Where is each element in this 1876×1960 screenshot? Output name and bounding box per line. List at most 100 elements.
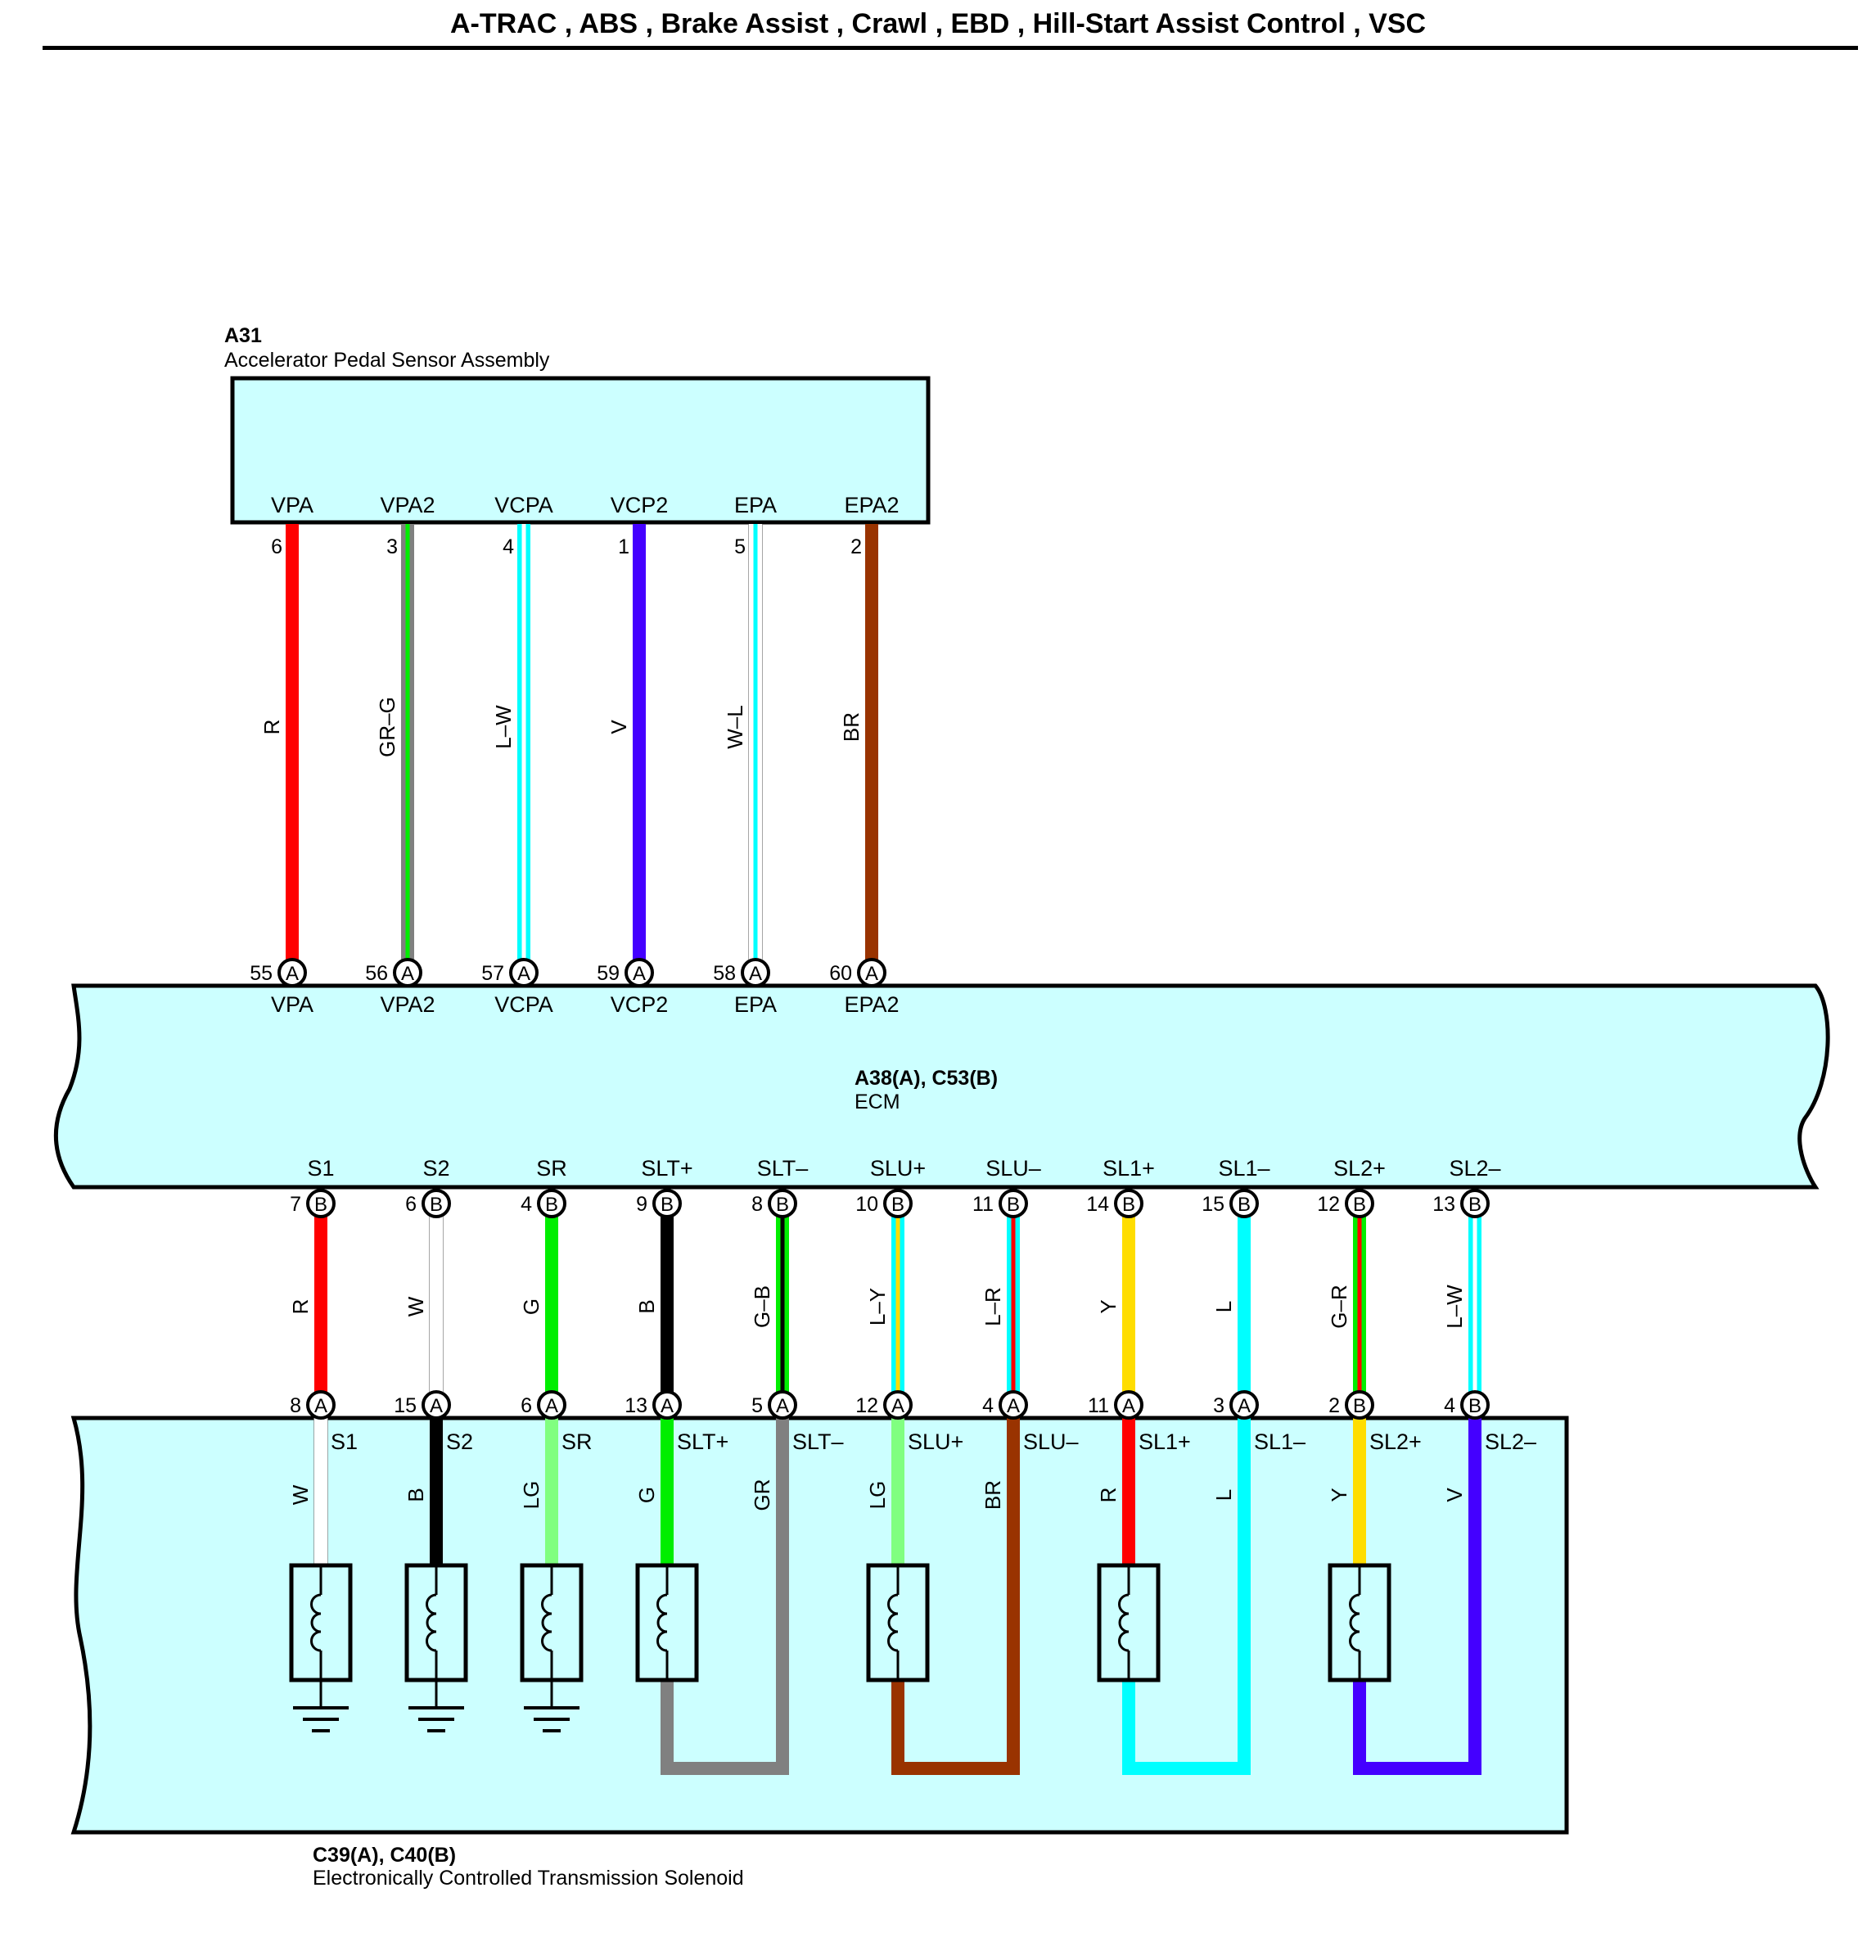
sol-term-num-0: 8 <box>290 1394 301 1417</box>
sol-return-wire-4 <box>661 1418 789 1775</box>
ecm-b-term-7-ring <box>1114 1189 1143 1218</box>
sol-internal-code-8: L <box>1211 1489 1236 1501</box>
solenoid-coil-5 <box>866 1563 930 1682</box>
sol-term-3-ring <box>652 1390 682 1420</box>
sol-term-num-2: 6 <box>521 1394 532 1417</box>
sol-pin-10: SL2– <box>1485 1429 1536 1454</box>
sol-term-2-letter: A <box>545 1395 558 1417</box>
sol-internal-code-4: GR <box>750 1479 774 1511</box>
sol-internal-code-6: BR <box>981 1480 1005 1510</box>
ecm-b-pin-9: SL2+ <box>1333 1156 1386 1181</box>
ecm-b-term-num-4: 8 <box>751 1193 763 1216</box>
ecm-b-term-9: B <box>1345 1189 1374 1218</box>
sol-term-9: B <box>1345 1390 1374 1420</box>
ecm-a-term-0: A <box>277 958 307 987</box>
ecm-a-term-0-ring <box>277 958 307 987</box>
ecm-b-term-3: B <box>652 1189 682 1218</box>
ecm-a-term-3-ring <box>625 958 654 987</box>
ecm-a-pin-0: VPA <box>271 992 313 1017</box>
ecm-b-pin-2: SR <box>536 1156 567 1181</box>
ecm-a-term-num-1: 56 <box>365 962 388 985</box>
solenoid-coil-0 <box>289 1563 353 1682</box>
solenoid-id: C39(A), C40(B) <box>313 1844 456 1867</box>
sol-term-8-letter: A <box>1238 1395 1251 1417</box>
ecm-a-pin-3: VCP2 <box>611 992 669 1017</box>
ecm-b-term-3-letter: B <box>661 1194 674 1216</box>
solenoid-coil-2 <box>520 1563 584 1682</box>
sol-internal-code-2: LG <box>519 1481 543 1510</box>
ecm-sol-wire-code-7: Y <box>1096 1299 1121 1313</box>
sol-term-6-letter: A <box>1007 1395 1020 1417</box>
diagram-title: A-TRAC , ABS , Brake Assist , Crawl , EB… <box>449 8 1427 39</box>
ecm-b-term-2-ring <box>537 1189 566 1218</box>
sol-term-4: A <box>768 1390 797 1420</box>
sol-internal-code-10: V <box>1442 1488 1467 1502</box>
ecm-b-term-1-ring <box>422 1189 451 1218</box>
pedal-wire-code-2: L–W <box>491 705 516 749</box>
ecm-b-pin-6: SLU– <box>985 1156 1041 1181</box>
ecm-b-term-7: B <box>1114 1189 1143 1218</box>
sol-return-wire-6 <box>891 1418 1020 1775</box>
ecm-b-term-3-ring <box>652 1189 682 1218</box>
solenoid-coil-0-winding <box>310 1593 322 1652</box>
solenoid-coil-3-winding <box>656 1593 668 1652</box>
solenoid-coil-1-winding <box>426 1593 437 1652</box>
sol-term-num-8: 3 <box>1213 1394 1224 1417</box>
ecm-b-term-0-ring <box>306 1189 336 1218</box>
ecm-b-term-2: B <box>537 1189 566 1218</box>
ecm-b-term-5-letter: B <box>891 1194 904 1216</box>
sol-term-num-1: 15 <box>394 1394 417 1417</box>
ecm-b-term-2-letter: B <box>545 1194 558 1216</box>
ecm-a-term-3: A <box>625 958 654 987</box>
ecm-b-term-6-letter: B <box>1007 1194 1020 1216</box>
solenoid-coil-7-winding <box>1118 1593 1130 1652</box>
sol-pin-8: SL1– <box>1254 1429 1306 1454</box>
ecm-sol-wire-code-3: B <box>634 1299 659 1313</box>
sol-term-7-ring <box>1114 1390 1143 1420</box>
ecm-a-term-4: A <box>741 958 770 987</box>
ecm-box <box>53 983 1830 1190</box>
sol-term-5-letter: A <box>891 1395 904 1417</box>
sol-pin-2: SR <box>561 1429 593 1454</box>
sol-term-num-10: 4 <box>1444 1394 1455 1417</box>
sol-pin-4: SLT– <box>792 1429 844 1454</box>
sol-term-num-5: 12 <box>855 1394 878 1417</box>
sol-internal-code-1: B <box>404 1488 428 1502</box>
ecm-b-term-10: B <box>1460 1189 1490 1218</box>
ecm-sol-wire-code-2: G <box>519 1298 543 1315</box>
ecm-b-pin-1: S2 <box>422 1156 449 1181</box>
ecm-a-term-num-3: 59 <box>597 962 620 985</box>
pedal-wire-code-5: BR <box>839 712 864 742</box>
ecm-a-term-num-2: 57 <box>481 962 504 985</box>
solenoid-box <box>70 1416 1569 1835</box>
pedal-wire-code-1: GR–G <box>375 697 399 757</box>
sol-pin-6: SLU– <box>1023 1429 1079 1454</box>
pedal-term-1: 3 <box>386 535 398 558</box>
solenoid-coil-9-winding <box>1349 1593 1360 1652</box>
ecm-sol-wire-code-5: L–Y <box>865 1288 890 1325</box>
ecm-b-term-num-6: 11 <box>972 1193 994 1216</box>
ecm-b-term-5: B <box>883 1189 913 1218</box>
ecm-a-term-num-5: 60 <box>829 962 852 985</box>
sol-term-5-ring <box>883 1390 913 1420</box>
pedal-name: Accelerator Pedal Sensor Assembly <box>224 349 550 372</box>
sol-return-wire-10 <box>1353 1418 1481 1775</box>
sol-term-2: A <box>537 1390 566 1420</box>
ecm-b-pin-8: SL1– <box>1218 1156 1269 1181</box>
pedal-wire-code-0: R <box>259 720 284 735</box>
pedal-wire-4 <box>748 524 763 960</box>
ecm-a-term-num-0: 55 <box>250 962 273 985</box>
sol-term-4-ring <box>768 1390 797 1420</box>
sol-term-3-letter: A <box>661 1395 674 1417</box>
ecm-b-term-8-ring <box>1229 1189 1259 1218</box>
pedal-pin-2: VCPA <box>494 493 553 517</box>
sol-term-7-letter: A <box>1122 1395 1135 1417</box>
ecm-b-term-num-0: 7 <box>290 1193 301 1216</box>
sol-term-1-letter: A <box>430 1395 443 1417</box>
ecm-b-term-9-letter: B <box>1353 1194 1366 1216</box>
ecm-a-term-4-ring <box>741 958 770 987</box>
sol-term-0-ring <box>306 1390 336 1420</box>
ecm-name: ECM <box>855 1091 900 1113</box>
sol-pin-9: SL2+ <box>1369 1429 1422 1454</box>
sol-term-4-letter: A <box>776 1395 789 1417</box>
